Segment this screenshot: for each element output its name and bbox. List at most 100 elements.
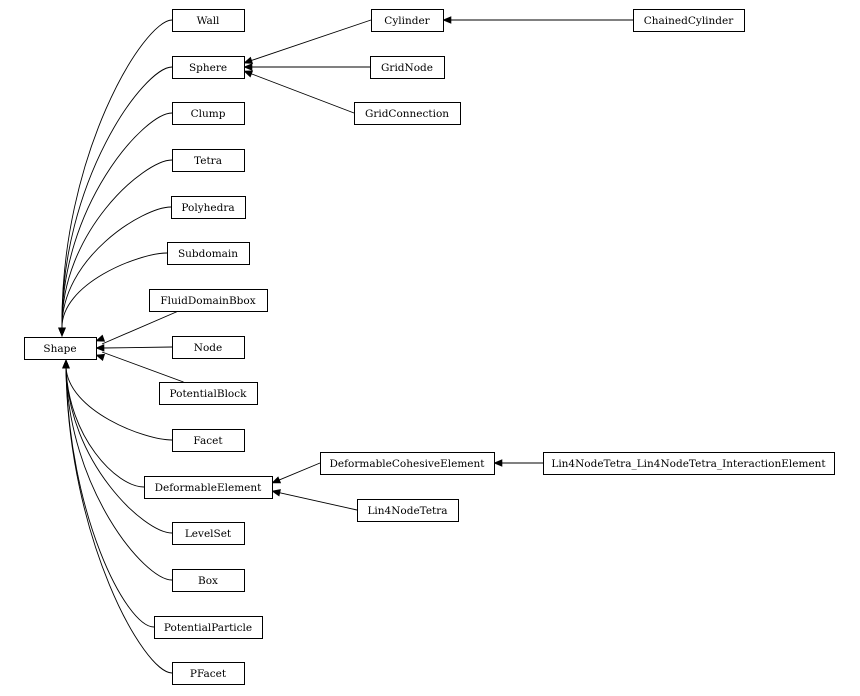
class-node-label: DeformableCohesiveElement — [330, 458, 486, 470]
class-node-label: Lin4NodeTetra — [367, 505, 447, 517]
class-node-box — [357, 499, 459, 522]
class-node-wall[interactable]: Wall — [172, 9, 245, 32]
arrow-head-icon — [95, 353, 106, 362]
class-node-gridconnection[interactable]: GridConnection — [354, 102, 461, 125]
inheritance-edge-gridnode-sphere — [243, 63, 370, 71]
class-node-box — [172, 56, 245, 79]
class-node-label: PotentialBlock — [170, 388, 248, 400]
nodes-layer: Shape WallSphereClumpTetraPolyhedraSubdom… — [24, 9, 835, 685]
edge-line — [65, 366, 145, 488]
class-node-label: Wall — [197, 15, 220, 27]
class-node-pfacet[interactable]: PFacet — [172, 662, 245, 685]
class-node-box — [144, 476, 273, 499]
class-node-box — [354, 102, 461, 125]
edge-line — [61, 206, 172, 330]
class-node-box[interactable]: Box — [172, 569, 245, 592]
inheritance-edge-chainedcylinder-cylinder — [442, 16, 633, 24]
class-node-label: Cylinder — [384, 15, 430, 27]
class-node-sphere[interactable]: Sphere — [172, 56, 245, 79]
edge-line — [101, 310, 179, 345]
inheritance-edge-box-shape — [62, 359, 173, 581]
class-node-box — [172, 149, 245, 172]
class-node-deformableelement[interactable]: DeformableElement — [144, 476, 273, 499]
edge-line — [102, 346, 173, 349]
arrow-head-icon — [62, 359, 70, 369]
class-node-lin4nodetetra_interaction[interactable]: Lin4NodeTetra_Lin4NodeTetra_InteractionE… — [543, 452, 835, 475]
edge-line — [250, 73, 355, 114]
arrow-head-icon — [243, 56, 254, 64]
arrow-head-icon — [95, 334, 106, 342]
class-node-box — [24, 337, 97, 360]
inheritance-edge-fluiddomainbbox-shape — [95, 310, 179, 345]
class-node-box — [320, 452, 495, 475]
class-node-label: GridConnection — [365, 108, 449, 120]
inheritance-edge-subdomain-shape — [58, 252, 168, 337]
class-node-box — [154, 616, 263, 639]
edge-line — [65, 366, 155, 628]
class-node-node[interactable]: Node — [172, 336, 245, 359]
edge-line — [278, 492, 358, 511]
edge-line — [101, 351, 184, 383]
class-node-box — [543, 452, 835, 475]
class-node-gridnode[interactable]: GridNode — [370, 56, 445, 79]
class-node-label: Lin4NodeTetra_Lin4NodeTetra_InteractionE… — [551, 458, 826, 470]
edge-line — [65, 366, 173, 674]
class-node-label: Subdomain — [178, 248, 238, 260]
inheritance-edge-node-shape — [95, 344, 173, 352]
class-node-label: Shape — [43, 343, 76, 355]
class-node-potentialblock[interactable]: PotentialBlock — [159, 382, 258, 405]
class-node-chainedcylinder[interactable]: ChainedCylinder — [633, 9, 745, 32]
class-node-label: Sphere — [189, 62, 227, 74]
inheritance-edge-wall-shape — [58, 19, 173, 337]
inheritance-edge-lin4nodetetra-deformableelement — [271, 489, 358, 511]
class-node-fluiddomainbbox[interactable]: FluidDomainBbox — [149, 289, 268, 312]
edge-line — [61, 112, 173, 330]
inheritance-edge-polyhedra-shape — [58, 206, 172, 337]
class-node-label: FluidDomainBbox — [160, 295, 255, 307]
class-node-label: Polyhedra — [181, 202, 234, 214]
class-node-polyhedra[interactable]: Polyhedra — [171, 196, 246, 219]
edge-line — [65, 366, 173, 534]
inheritance-edge-cylinder-sphere — [243, 19, 372, 64]
edge-line — [61, 252, 168, 330]
class-node-box — [159, 382, 258, 405]
inheritance-edge-gridconnection-sphere — [243, 70, 355, 114]
class-node-label: DeformableElement — [155, 482, 263, 494]
edges-layer — [58, 16, 633, 674]
class-node-subdomain[interactable]: Subdomain — [167, 242, 250, 265]
class-node-lin4nodetetra[interactable]: Lin4NodeTetra — [357, 499, 459, 522]
class-node-box — [172, 662, 245, 685]
edge-line — [61, 159, 173, 330]
class-node-shape[interactable]: Shape — [24, 337, 97, 360]
class-node-box — [172, 102, 245, 125]
class-node-cylinder[interactable]: Cylinder — [371, 9, 444, 32]
class-node-box — [171, 196, 246, 219]
class-node-label: GridNode — [381, 62, 433, 74]
class-node-label: PFacet — [190, 668, 227, 680]
class-node-box — [172, 569, 245, 592]
class-node-clump[interactable]: Clump — [172, 102, 245, 125]
class-node-box — [633, 9, 745, 32]
arrow-head-icon — [442, 16, 452, 24]
class-node-tetra[interactable]: Tetra — [172, 149, 245, 172]
class-node-potentialparticle[interactable]: PotentialParticle — [154, 616, 263, 639]
class-node-box — [172, 429, 245, 452]
inheritance-edge-potentialparticle-shape — [62, 359, 155, 628]
edge-line — [278, 462, 321, 481]
class-node-facet[interactable]: Facet — [172, 429, 245, 452]
class-node-box — [172, 9, 245, 32]
edge-line — [61, 66, 173, 330]
inheritance-edge-lin4nodetetra_interaction-deformablecohesiveelement — [493, 459, 543, 467]
class-node-levelset[interactable]: LevelSet — [172, 522, 245, 545]
class-node-label: Box — [198, 575, 218, 587]
class-node-label: Tetra — [194, 155, 222, 167]
class-node-label: ChainedCylinder — [644, 15, 734, 27]
class-node-box — [149, 289, 268, 312]
class-node-deformablecohesiveelement[interactable]: DeformableCohesiveElement — [320, 452, 495, 475]
class-node-box — [172, 336, 245, 359]
edge-line — [65, 366, 173, 441]
edge-line — [61, 19, 173, 330]
arrow-head-icon — [95, 344, 105, 352]
inheritance-edge-pfacet-shape — [62, 359, 173, 674]
